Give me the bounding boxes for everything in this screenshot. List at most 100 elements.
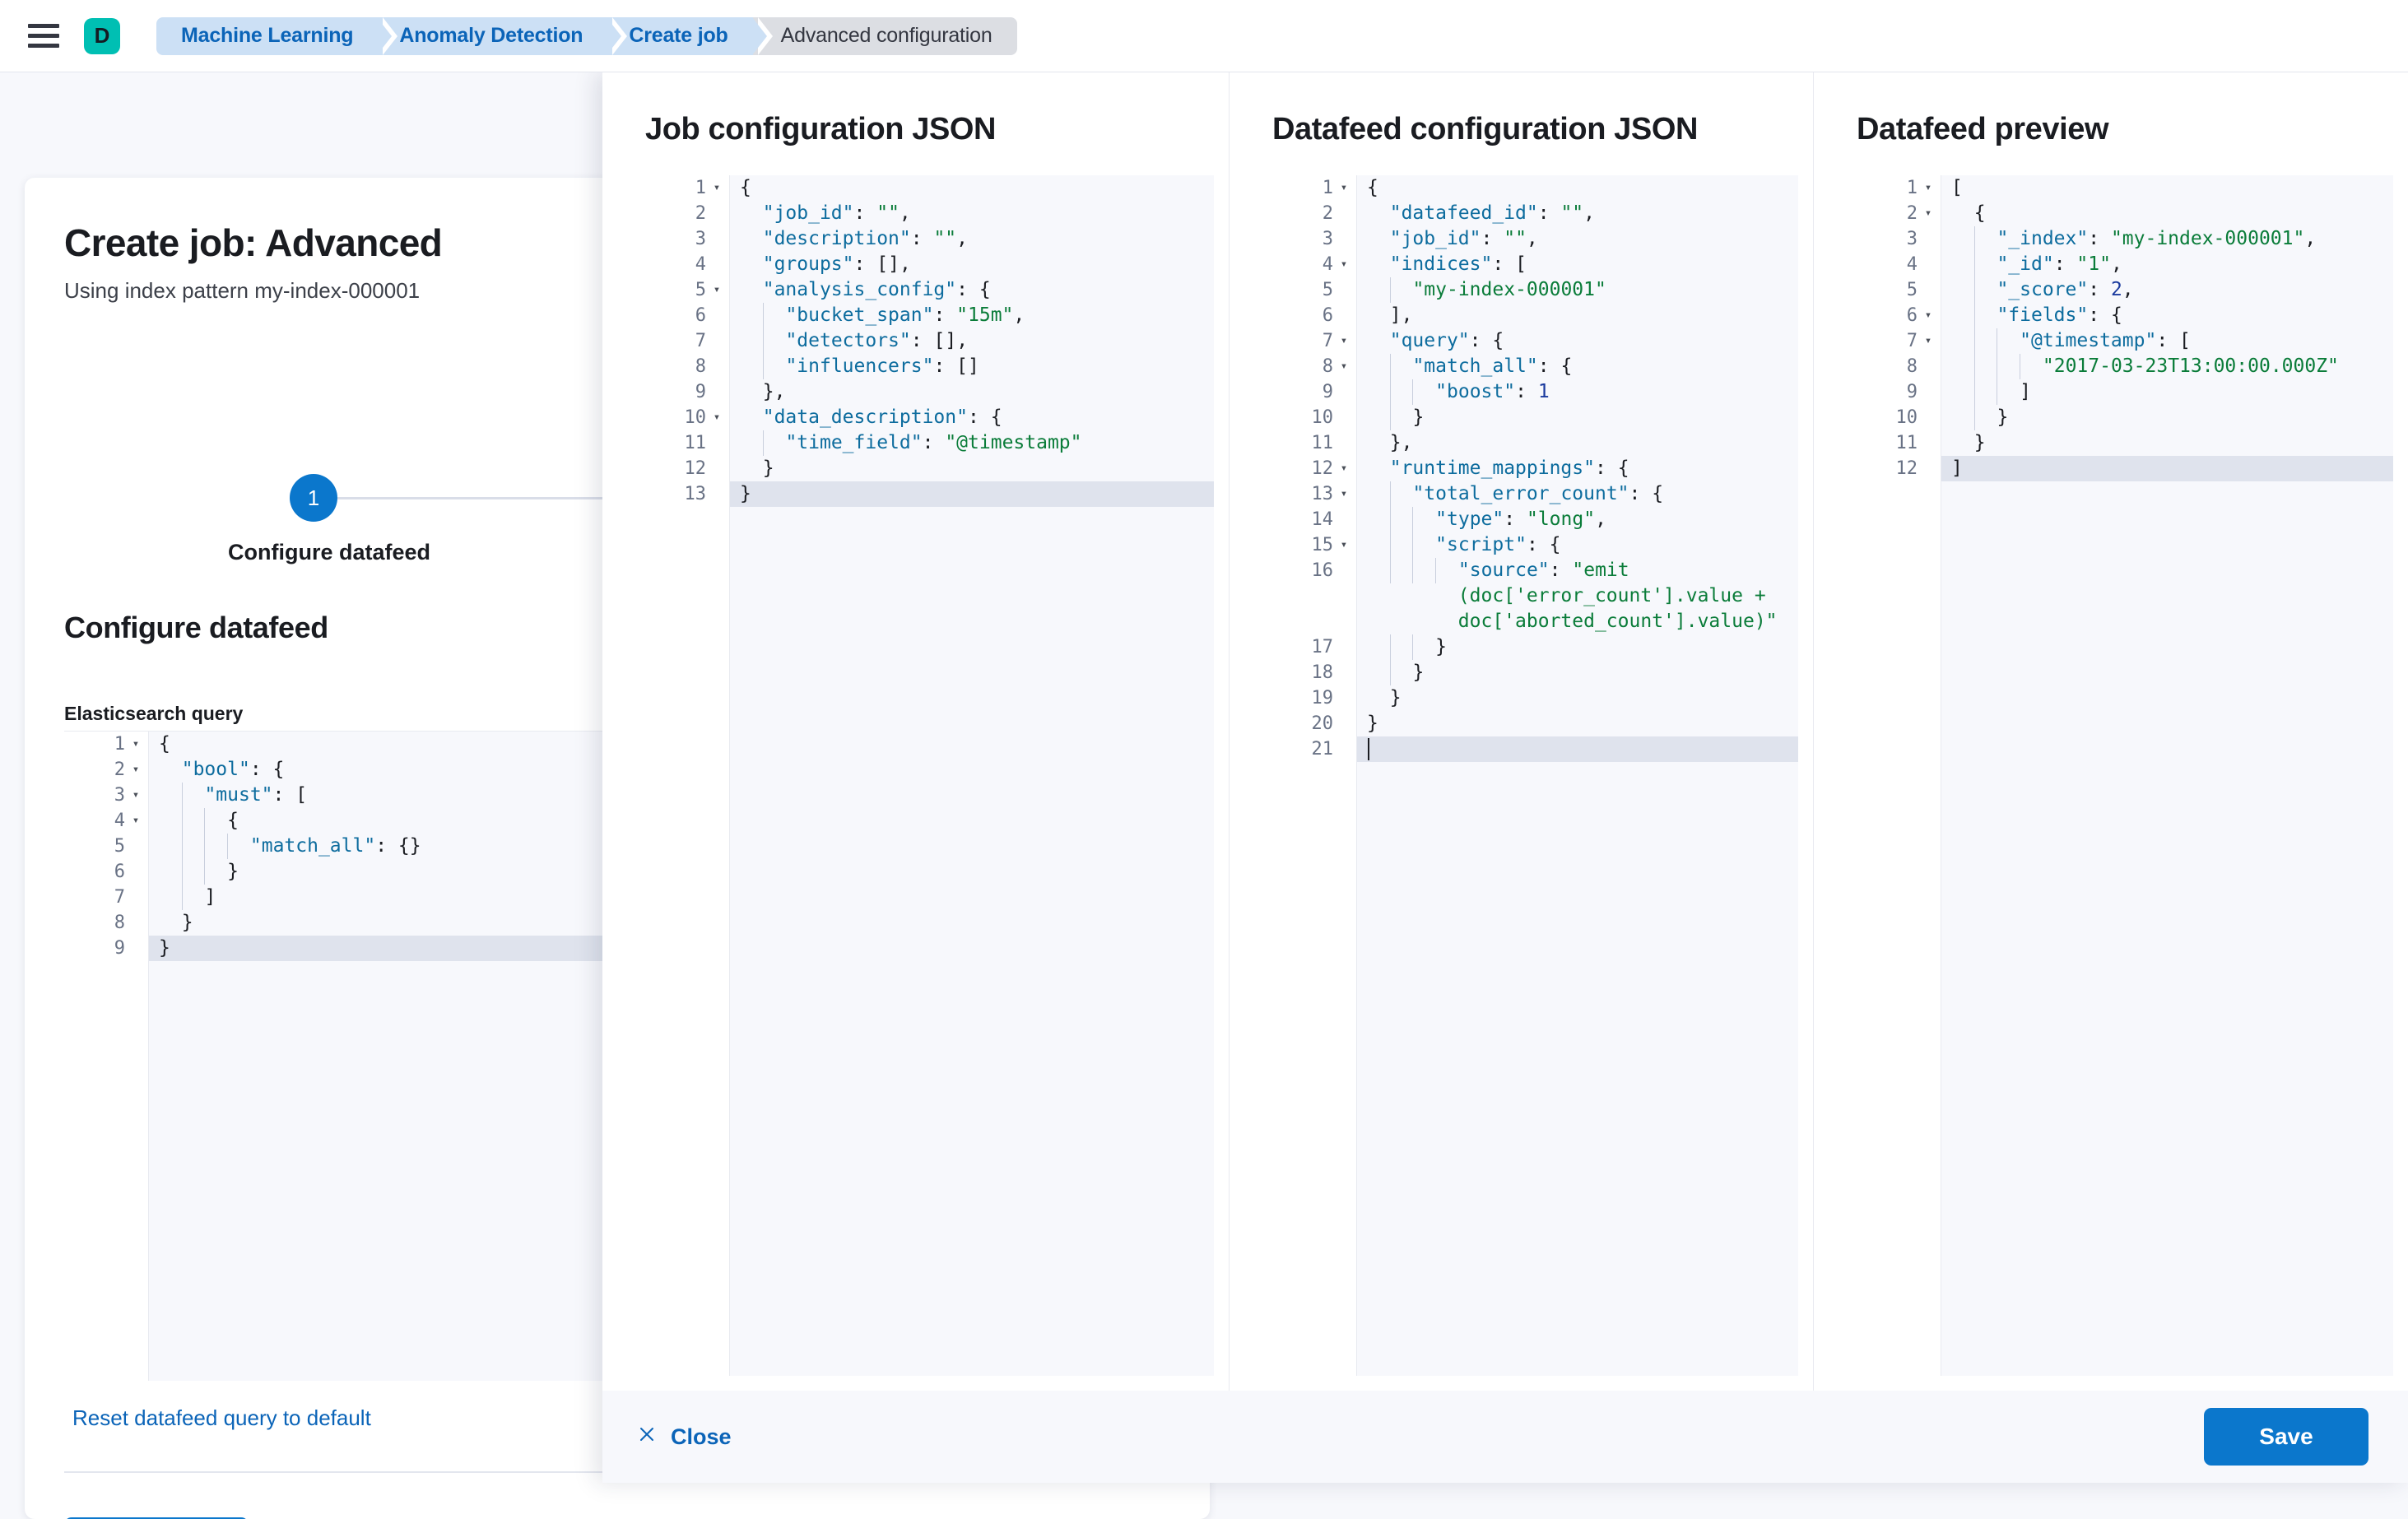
code-text: { [159, 733, 170, 755]
line-number: 13 [1311, 484, 1334, 504]
json-editor[interactable]: 1▾{2 "job_id": "",3 "description": "",4 … [645, 175, 1214, 1376]
code-line[interactable]: 1▾[ [1907, 175, 2393, 201]
breadcrumb-item-2[interactable]: Create job [607, 16, 773, 55]
code-line-wrapped[interactable]: doc['aborted_count'].value)" [1357, 609, 1798, 634]
space-avatar[interactable]: D [84, 17, 120, 54]
code-line[interactable]: 18 } [1312, 660, 1798, 685]
close-button[interactable]: Close [637, 1424, 732, 1450]
code-line[interactable]: 4 "_id": "1", [1907, 252, 2393, 277]
code-line[interactable]: 13} [685, 481, 1214, 507]
fold-toggle-icon[interactable]: ▾ [713, 411, 721, 424]
code-line[interactable]: 20} [1312, 711, 1798, 736]
code-line[interactable]: 2▾ { [1907, 201, 2393, 226]
editor-code-area[interactable]: 1▾[2▾ {3 "_index": "my-index-000001",4 "… [1896, 175, 2393, 1376]
fold-toggle-icon[interactable]: ▾ [1340, 538, 1348, 551]
code-line[interactable]: 7 ] [114, 885, 1210, 910]
fold-toggle-icon[interactable]: ▾ [1340, 334, 1348, 347]
fold-toggle-icon[interactable]: ▾ [1340, 258, 1348, 271]
code-line[interactable]: 2▾ "bool": { [114, 757, 1210, 783]
code-line[interactable]: 3 "description": "", [695, 226, 1214, 252]
line-number: 6 [695, 305, 706, 326]
editor-code-area[interactable]: 1▾{2 "job_id": "",3 "description": "",4 … [685, 175, 1214, 1376]
code-line[interactable]: 15▾ "script": { [1312, 532, 1798, 558]
fold-toggle-icon[interactable]: ▾ [1340, 360, 1348, 373]
fold-toggle-icon[interactable]: ▾ [1340, 181, 1348, 194]
fold-toggle-icon[interactable]: ▾ [1924, 309, 1932, 322]
code-line[interactable]: 12▾ "runtime_mappings": { [1312, 456, 1798, 481]
code-text: "job_id": "", [762, 202, 911, 224]
code-line[interactable]: 5 "match_all": {} [114, 834, 1210, 859]
code-line[interactable]: 7▾ "@timestamp": [ [1907, 328, 2393, 354]
code-line[interactable]: 7▾ "query": { [1323, 328, 1798, 354]
code-line[interactable]: 10▾ "data_description": { [685, 405, 1214, 430]
code-line[interactable]: 12 } [685, 456, 1214, 481]
code-line[interactable]: 1▾{ [695, 175, 1214, 201]
code-line[interactable]: 10 } [1896, 405, 2393, 430]
fold-toggle-icon[interactable]: ▾ [713, 283, 721, 296]
fold-toggle-icon[interactable]: ▾ [132, 737, 140, 750]
json-editor[interactable]: 1▾[2▾ {3 "_index": "my-index-000001",4 "… [1857, 175, 2393, 1376]
fold-toggle-icon[interactable]: ▾ [1340, 462, 1348, 475]
code-line[interactable]: 8 } [114, 910, 1210, 936]
fold-toggle-icon[interactable]: ▾ [132, 763, 140, 776]
code-line[interactable]: 9 ] [1907, 379, 2393, 405]
stepper-step-1[interactable]: 1 [290, 474, 337, 522]
code-line[interactable]: 8▾ "match_all": { [1323, 354, 1798, 379]
editor-code-area[interactable]: 1▾{2 "datafeed_id": "",3 "job_id": "",4▾… [1312, 175, 1798, 1376]
code-line[interactable]: 6 } [114, 859, 1210, 885]
code-line[interactable]: 10 } [1312, 405, 1798, 430]
fold-toggle-icon[interactable]: ▾ [1924, 207, 1932, 220]
code-line[interactable]: 16 "source": "emit [1312, 558, 1798, 583]
code-line[interactable]: 1▾{ [1323, 175, 1798, 201]
code-line[interactable]: 5 "my-index-000001" [1323, 277, 1798, 303]
code-line[interactable]: 7 "detectors": [], [695, 328, 1214, 354]
code-line[interactable]: 1▾{ [114, 732, 1210, 757]
code-line[interactable]: 8 "2017-03-23T13:00:00.000Z" [1907, 354, 2393, 379]
code-line[interactable]: 4 "groups": [], [695, 252, 1214, 277]
code-line[interactable]: 17 } [1312, 634, 1798, 660]
code-line[interactable]: 21 [1312, 736, 1798, 762]
code-line[interactable]: 3▾ "must": [ [114, 783, 1210, 808]
code-text: "source": "emit [1457, 560, 1629, 581]
line-number: 1 [695, 178, 706, 198]
editor-gutter [64, 732, 149, 1381]
code-line[interactable]: 6 ], [1323, 303, 1798, 328]
breadcrumb-item-1[interactable]: Anomaly Detection [378, 16, 628, 55]
json-editor[interactable]: 1▾{2 "datafeed_id": "",3 "job_id": "",4▾… [1272, 175, 1798, 1376]
code-line-wrapped[interactable]: (doc['error_count'].value + [1357, 583, 1798, 609]
fold-toggle-icon[interactable]: ▾ [713, 181, 721, 194]
code-line[interactable]: 4▾ { [114, 808, 1210, 834]
code-line[interactable]: 2 "datafeed_id": "", [1323, 201, 1798, 226]
fold-toggle-icon[interactable]: ▾ [1340, 487, 1348, 500]
code-line[interactable]: 19 } [1312, 685, 1798, 711]
code-line[interactable]: 3 "_index": "my-index-000001", [1907, 226, 2393, 252]
fold-toggle-icon[interactable]: ▾ [1924, 334, 1932, 347]
code-line[interactable]: 5 "_score": 2, [1907, 277, 2393, 303]
code-line[interactable]: 6▾ "fields": { [1907, 303, 2393, 328]
code-line[interactable]: 3 "job_id": "", [1323, 226, 1798, 252]
code-line[interactable]: 2 "job_id": "", [695, 201, 1214, 226]
code-line[interactable]: 11 "time_field": "@timestamp" [685, 430, 1214, 456]
save-button[interactable]: Save [2204, 1408, 2368, 1466]
fold-toggle-icon[interactable]: ▾ [132, 814, 140, 827]
code-line[interactable]: 11 } [1896, 430, 2393, 456]
fold-toggle-icon[interactable]: ▾ [1924, 181, 1932, 194]
fold-toggle-icon[interactable]: ▾ [132, 788, 140, 801]
code-line[interactable]: 4▾ "indices": [ [1323, 252, 1798, 277]
breadcrumb-item-0[interactable]: Machine Learning [156, 16, 398, 55]
code-line[interactable]: 8 "influencers": [] [695, 354, 1214, 379]
indent-guide [762, 328, 764, 354]
code-line[interactable]: 9 }, [695, 379, 1214, 405]
indent-guide [181, 834, 183, 859]
hamburger-icon[interactable] [28, 20, 61, 53]
reset-datafeed-query-link[interactable]: Reset datafeed query to default [72, 1405, 371, 1430]
code-line[interactable]: 9 "boost": 1 [1323, 379, 1798, 405]
code-line[interactable]: 5▾ "analysis_config": { [695, 277, 1214, 303]
code-line[interactable]: 13▾ "total_error_count": { [1312, 481, 1798, 507]
code-line[interactable]: 11 }, [1312, 430, 1798, 456]
code-line[interactable]: 14 "type": "long", [1312, 507, 1798, 532]
line-number: 12 [1895, 458, 1918, 479]
code-line[interactable]: 12] [1896, 456, 2393, 481]
code-line[interactable]: 6 "bucket_span": "15m", [695, 303, 1214, 328]
